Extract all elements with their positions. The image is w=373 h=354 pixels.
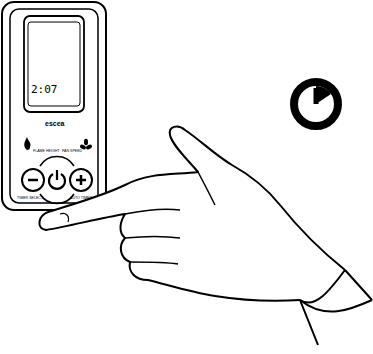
control-ring — [40, 194, 74, 203]
control-ring — [40, 157, 74, 166]
timer-icon-wedge — [316, 86, 331, 104]
brand-logo: escea — [45, 120, 64, 127]
flame-icon — [24, 137, 30, 150]
thumb-line — [198, 172, 215, 205]
display-time: 2:07 — [31, 84, 58, 95]
finger-line — [130, 262, 178, 264]
hand — [39, 127, 345, 301]
timer-icon-hand — [314, 88, 319, 104]
screen-frame — [24, 16, 84, 112]
power-symbol — [56, 170, 58, 180]
wall-plate — [2, 2, 106, 210]
button-label: FAN SPEED — [62, 150, 82, 154]
button-label: TIMER SELECT — [17, 197, 43, 201]
timer-icon — [294, 82, 338, 126]
minus-button — [22, 169, 44, 191]
fingernail — [60, 213, 69, 222]
minus-sign — [28, 179, 38, 182]
sleeve-cuff — [300, 300, 372, 312]
finger-line — [125, 209, 180, 214]
remote-body — [10, 9, 98, 203]
button-label: FLAME HEIGHT — [33, 150, 60, 154]
finger-line — [125, 237, 180, 239]
sleeve-cuff — [300, 270, 372, 345]
plus-sign — [80, 175, 83, 185]
fan-icon — [79, 139, 93, 151]
button-label: AUTO TIMER — [70, 197, 92, 201]
display — [28, 22, 80, 106]
plus-button — [70, 169, 92, 191]
